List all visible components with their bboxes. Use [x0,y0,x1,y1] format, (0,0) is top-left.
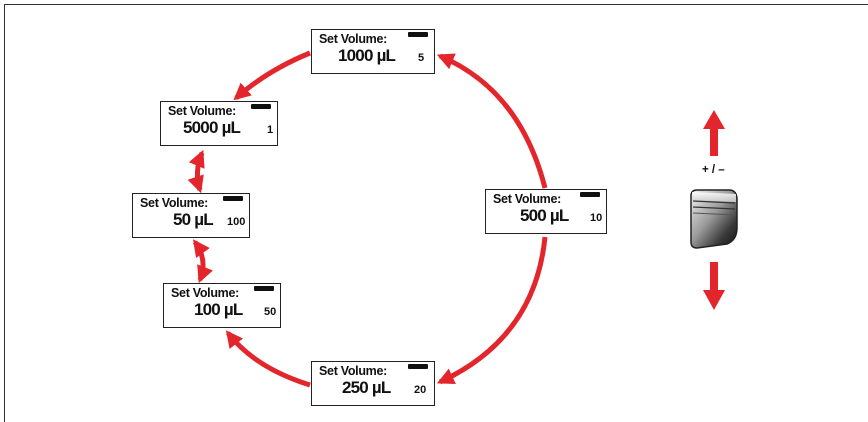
battery-icon [254,286,274,291]
arrow-500-to-250 [436,236,548,385]
battery-icon [408,364,428,369]
step-value: 5 [418,52,425,64]
battery-icon [408,32,428,37]
arrow-250-to-100 [225,330,311,388]
rocker-button[interactable] [689,188,741,250]
arrow-500-to-1000 [436,53,548,189]
step-value: 20 [414,384,427,396]
decrease-arrow-icon [703,262,725,310]
volume-value: 5000 µL [183,118,241,137]
step-value: 100 [227,216,246,228]
display-title: Set Volume: [319,32,388,46]
volume-value: 250 µL [342,378,391,397]
display-title: Set Volume: [140,196,209,210]
display-title: Set Volume: [168,104,237,118]
display-title: Set Volume: [493,192,562,206]
display-title: Set Volume: [319,364,388,378]
display-50ul: Set Volume: 50 µL 100 [132,193,250,238]
volume-value: 100 µL [194,300,243,319]
volume-value: 50 µL [173,210,214,229]
step-value: 50 [264,306,277,318]
display-250ul: Set Volume: 250 µL 20 [311,361,435,406]
battery-icon [223,196,243,201]
arrow-1000-to-5000 [233,50,311,101]
arrow-50-100 [192,239,213,284]
battery-icon [251,104,271,109]
display-1000ul: Set Volume: 1000 µL 5 [311,29,435,74]
display-500ul: Set Volume: 500 µL 10 [485,189,607,234]
step-value: 10 [590,212,603,224]
display-5000ul: Set Volume: 5000 µL 1 [160,101,278,146]
display-100ul: Set Volume: 100 µL 50 [163,283,281,328]
step-value: 1 [267,124,274,136]
volume-value: 1000 µL [338,46,396,65]
volume-value: 500 µL [520,206,569,225]
figure-frame [4,4,868,422]
increase-arrow-icon [703,110,725,156]
display-title: Set Volume: [171,286,240,300]
plus-minus-label: + / – [702,164,725,176]
battery-icon [580,192,600,197]
arrow-5000-50 [187,149,205,194]
